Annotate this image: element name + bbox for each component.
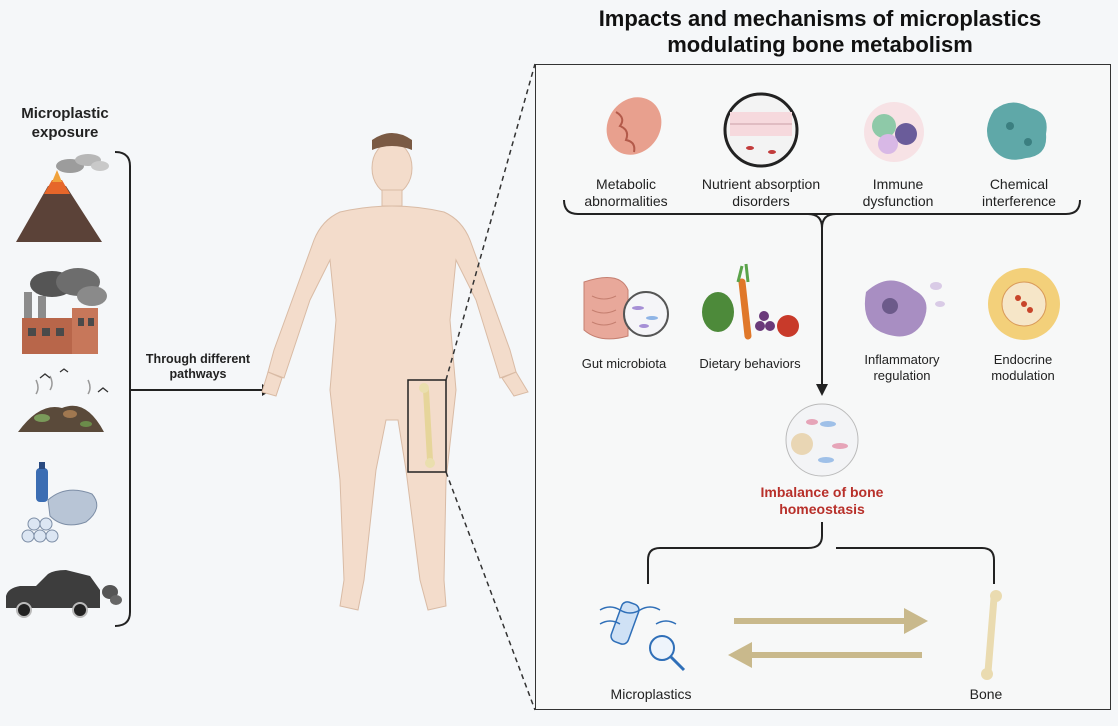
gut-microbiota-icon bbox=[583, 277, 669, 340]
interaction-arrows bbox=[728, 608, 928, 668]
human-body bbox=[267, 133, 517, 611]
landfill-icon bbox=[18, 368, 109, 432]
label-metabolic: Metabolic abnormalities bbox=[584, 176, 668, 209]
label-nutrient: Nutrient absorption disorders bbox=[701, 176, 821, 209]
inflammatory-cell-icon bbox=[864, 280, 945, 337]
label-gut-microbiota: Gut microbiota bbox=[581, 356, 667, 371]
label-endocrine: Endocrine modulation bbox=[991, 352, 1055, 383]
plastic-waste-icon bbox=[21, 462, 98, 543]
volcano-icon bbox=[16, 154, 109, 242]
exposure-title: Microplastic exposure bbox=[21, 105, 109, 141]
exposure-bracket bbox=[114, 151, 262, 627]
mechanism-arrowhead bbox=[816, 384, 828, 396]
label-dietary: Dietary behaviors bbox=[699, 356, 801, 371]
pathway-label: Through different pathways bbox=[145, 352, 251, 381]
zoom-line-bottom bbox=[445, 471, 536, 711]
mitochondria-icon bbox=[606, 97, 662, 155]
endocrine-tissue-icon bbox=[988, 268, 1060, 340]
hands bbox=[261, 371, 529, 397]
label-chemical: Chemical interference bbox=[982, 176, 1056, 209]
label-bone: Bone bbox=[969, 686, 1003, 702]
car-exhaust-icon bbox=[6, 570, 122, 618]
outcome-label: Imbalance of bone homeostasis bbox=[760, 484, 884, 517]
figure-title: Impacts and mechanisms of microplastics … bbox=[598, 6, 1042, 57]
chemical-molecule-icon bbox=[987, 102, 1047, 160]
label-immune: Immune dysfunction bbox=[862, 176, 934, 209]
label-inflammatory: Inflammatory regulation bbox=[864, 352, 940, 383]
label-microplastics: Microplastics bbox=[610, 686, 692, 702]
dietary-foods-icon bbox=[702, 263, 799, 340]
thigh-bone-icon bbox=[407, 379, 447, 473]
outcome-bracket bbox=[647, 522, 995, 584]
bone-icon bbox=[981, 590, 1002, 680]
mechanism-bracket bbox=[563, 199, 1081, 386]
intestine-cross-section-icon bbox=[723, 92, 799, 168]
bone-cell-icon bbox=[785, 403, 859, 477]
immune-cells-icon bbox=[864, 102, 924, 162]
zoom-line-top bbox=[445, 63, 536, 381]
microplastics-icon bbox=[599, 601, 686, 672]
factory-icon bbox=[22, 268, 107, 354]
